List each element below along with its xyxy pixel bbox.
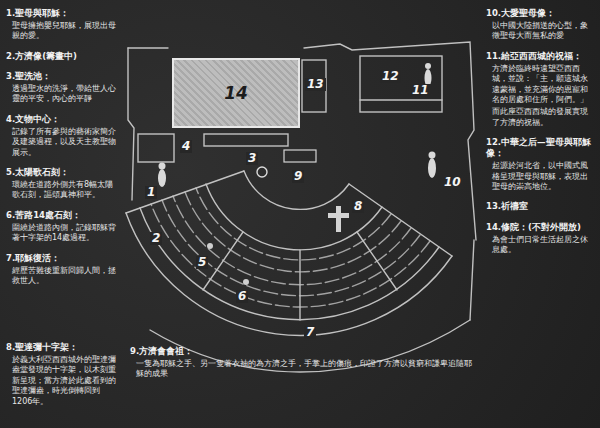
legend-heading: 13.祈禱室 [486, 201, 594, 212]
callout-number: 3 [246, 152, 258, 165]
legend-text: 環繞在道路外側共有8幅太陽歌石刻，謳頌真神和平。 [12, 180, 116, 201]
legend-heading: 5.太陽歌石刻： [6, 167, 116, 178]
legend-text: 而此座亞西西城的發展實現了方濟的祝福。 [492, 107, 594, 128]
legend-text: 於義大利亞西西城外的聖達彌盎堂發現的十字架，以木刻重新呈現；當方濟於此處看到的聖… [12, 355, 118, 407]
legend-text: 聖母擁抱嬰兒耶穌，展現出母親的愛。 [12, 21, 116, 42]
legend-heading: 1.聖母與耶穌： [6, 8, 116, 19]
callout-number: 9 [292, 170, 304, 183]
legend-text: 以中國大陸捐送的心型，象徵聖母大而無私的愛 [492, 21, 594, 42]
callout-number: 7 [304, 326, 316, 339]
callout-number: 13 [305, 78, 326, 91]
callout-number: 2 [150, 232, 162, 245]
legend-heading: 11.給亞西西城的祝福： [486, 51, 594, 62]
legend-heading: 14.修院：(不對外開放) [486, 222, 594, 233]
legend-text: 為會士們日常生活起居之休息處。 [492, 235, 594, 256]
callout-number: 4 [180, 140, 192, 153]
legend-heading: 9.方濟會會祖： [130, 346, 472, 357]
callout-number: 10 [442, 176, 463, 189]
legend-text: 經歷苦難後重新回歸人間，拯救世人。 [12, 266, 116, 287]
legend-heading: 8.聖達彌十字架： [6, 342, 118, 353]
building: 14 [172, 58, 300, 128]
legend-heading: 4.文物中心： [6, 114, 116, 125]
callout-number: 5 [196, 256, 208, 269]
legend-heading: 3.聖洗池： [6, 71, 116, 82]
legend-heading: 10.大愛聖母像： [486, 8, 594, 19]
legend-text: 一隻為耶穌之手、另一隻著衣袖的為方濟之手，手掌上的傷痕，印證了方濟以貧窮和謙卑追… [136, 359, 472, 380]
callout-number: 8 [352, 200, 364, 213]
legend-text: 起源於河北省，以中國式風格呈現聖母與耶穌，表現出聖母的崇高地位。 [492, 161, 594, 192]
legend-heading: 7.耶穌復活： [6, 253, 116, 264]
callout-number: 11 [410, 84, 431, 97]
callout-number: 12 [380, 70, 401, 83]
legend-heading: 6.苦路14處石刻： [6, 210, 116, 221]
building-number: 14 [224, 83, 248, 103]
legend-text: 透過聖水的洗淨，帶給世人心靈的平安，內心的平靜 [12, 84, 116, 105]
legend-text: 圍繞於道路內側，記錄耶穌背著十字架的14處過程。 [12, 223, 116, 244]
legend-text: 方濟於臨終時遠望亞西西城，並說：「主，願這城永遠蒙福，並充滿你的恩寵和名的居處和… [492, 64, 594, 106]
legend-text: 記錄了所有參與的藝術家簡介及建築過程，以及天主教聖物展示。 [12, 127, 116, 158]
legend-heading: 12.中華之后—聖母與耶穌像： [486, 137, 594, 159]
callout-number: 1 [145, 186, 157, 199]
callout-number: 6 [236, 290, 248, 303]
legend-heading: 2.方濟像(籌畫中) [6, 51, 116, 62]
